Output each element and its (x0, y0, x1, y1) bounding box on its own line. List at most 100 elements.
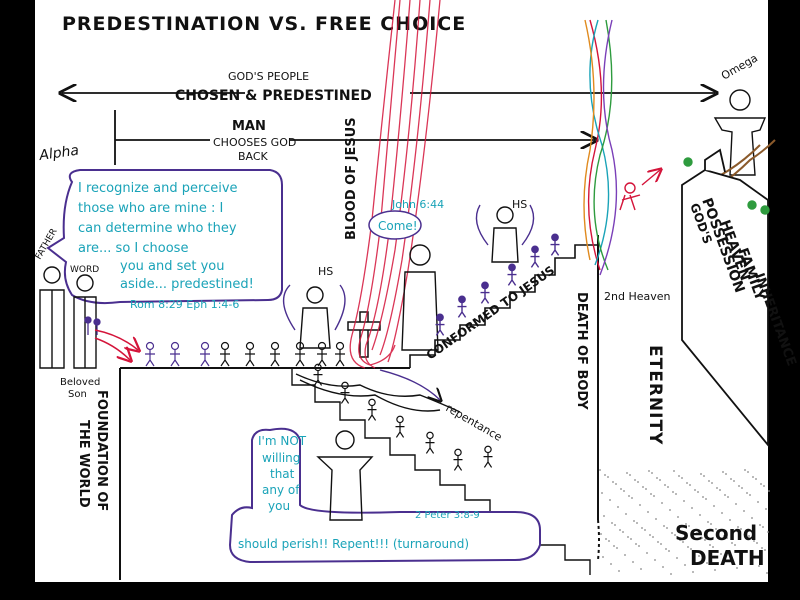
ash-dot (636, 522, 638, 524)
ash-dot (691, 507, 693, 509)
ash-dot (628, 495, 630, 497)
ash-dot (651, 472, 653, 474)
ash-dot (632, 561, 634, 563)
descending-figures (313, 363, 493, 471)
ash-dot (609, 499, 611, 501)
ash-dot (697, 491, 699, 493)
ash-dot (682, 541, 684, 543)
speech-top-line-4: are... so I choose (78, 241, 188, 256)
ash-dot (703, 475, 705, 477)
ash-dot (603, 515, 605, 517)
ash-dot (706, 562, 708, 564)
ash-dot (625, 513, 627, 515)
death-of-body-label: DEATH OF BODY (574, 292, 589, 410)
ash-dot (723, 535, 725, 537)
ash-dot (654, 559, 656, 561)
climbing-person (457, 295, 467, 318)
ash-dot (693, 530, 695, 532)
ash-dot (763, 485, 765, 487)
descending-person (313, 363, 323, 386)
stick-person (220, 341, 230, 367)
jesus-figure-bottom (316, 430, 374, 521)
ash-dot (637, 481, 639, 483)
ash-dot (663, 525, 665, 527)
ash-dot (708, 480, 710, 482)
alpha-label: Alpha (37, 143, 80, 165)
jesus-figure-omega (713, 89, 767, 176)
man-label: MAN (232, 119, 266, 134)
ash-dot (616, 547, 618, 549)
ash-dot (610, 563, 612, 565)
stick-person (317, 341, 327, 367)
ash-dot (670, 573, 672, 575)
ash-dot (746, 492, 748, 494)
ash-dot (646, 552, 648, 554)
son-label: Son (68, 389, 87, 400)
ash-dot (669, 509, 671, 511)
speech-top-line-1: I recognize and perceive (78, 181, 238, 196)
speech-bottom-line-4: any of (262, 483, 300, 497)
ash-dot (721, 512, 723, 514)
ash-dot (760, 483, 762, 485)
ash-dot (602, 556, 604, 558)
repentance-arrow (379, 369, 440, 400)
ash-dot (601, 492, 603, 494)
ash-dot (715, 528, 717, 530)
ash-dot (756, 542, 758, 544)
ash-dot (611, 522, 613, 524)
ash-dot (735, 503, 737, 505)
stick-person (270, 341, 280, 367)
ash-dot (749, 494, 751, 496)
rainbow-strands (583, 19, 618, 276)
ash-dot (764, 549, 766, 551)
stick-people-row (145, 341, 345, 367)
ash-dot (699, 514, 701, 516)
ash-dot (676, 557, 678, 559)
ash-dot (757, 501, 759, 503)
ash-dot (738, 485, 740, 487)
ash-dot (747, 471, 749, 473)
ash-dot (678, 475, 680, 477)
ash-dot (683, 500, 685, 502)
climbing-person (507, 263, 517, 286)
ash-dot (755, 478, 757, 480)
stick-person (200, 341, 210, 367)
ash-dot (626, 472, 628, 474)
speech-top-line-6: aside... predestined! (120, 277, 254, 292)
ash-dot (640, 568, 642, 570)
ash-dot (758, 565, 760, 567)
ash-dot (767, 531, 769, 533)
ash-dot (707, 521, 709, 523)
ash-dot (653, 495, 655, 497)
ash-dot (614, 524, 616, 526)
blood-of-jesus-label: BLOOD OF JESUS (344, 117, 359, 240)
ash-dot (724, 494, 726, 496)
ash-dot (642, 486, 644, 488)
speech-top-line-2: those who are mine : I (78, 201, 223, 216)
ash-dot (734, 544, 736, 546)
speech-bottom-line-1: I'm NOT (258, 434, 307, 448)
hs-angel-left (282, 284, 346, 349)
ash-dot (765, 508, 767, 510)
ash-dot (617, 506, 619, 508)
ash-dot (645, 488, 647, 490)
ash-dot (729, 519, 731, 521)
ash-dot (728, 560, 730, 562)
ash-dot (727, 496, 729, 498)
stick-person (145, 341, 155, 367)
ash-dot (605, 538, 607, 540)
ash-dot (618, 570, 620, 572)
ash-dot (612, 481, 614, 483)
ash-dot (759, 524, 761, 526)
ash-dot (679, 539, 681, 541)
ash-dot (655, 518, 657, 520)
ash-dot (686, 482, 688, 484)
flying-figure (619, 170, 660, 211)
ash-dot (631, 497, 633, 499)
ash-dot (665, 548, 667, 550)
ash-dot (668, 550, 670, 552)
second-death-label-2: DEATH (690, 546, 765, 570)
man-timeline (114, 110, 595, 165)
romans-reference: Rom 8:29 Eph 1:4-6 (130, 298, 239, 311)
ash-dot (620, 488, 622, 490)
